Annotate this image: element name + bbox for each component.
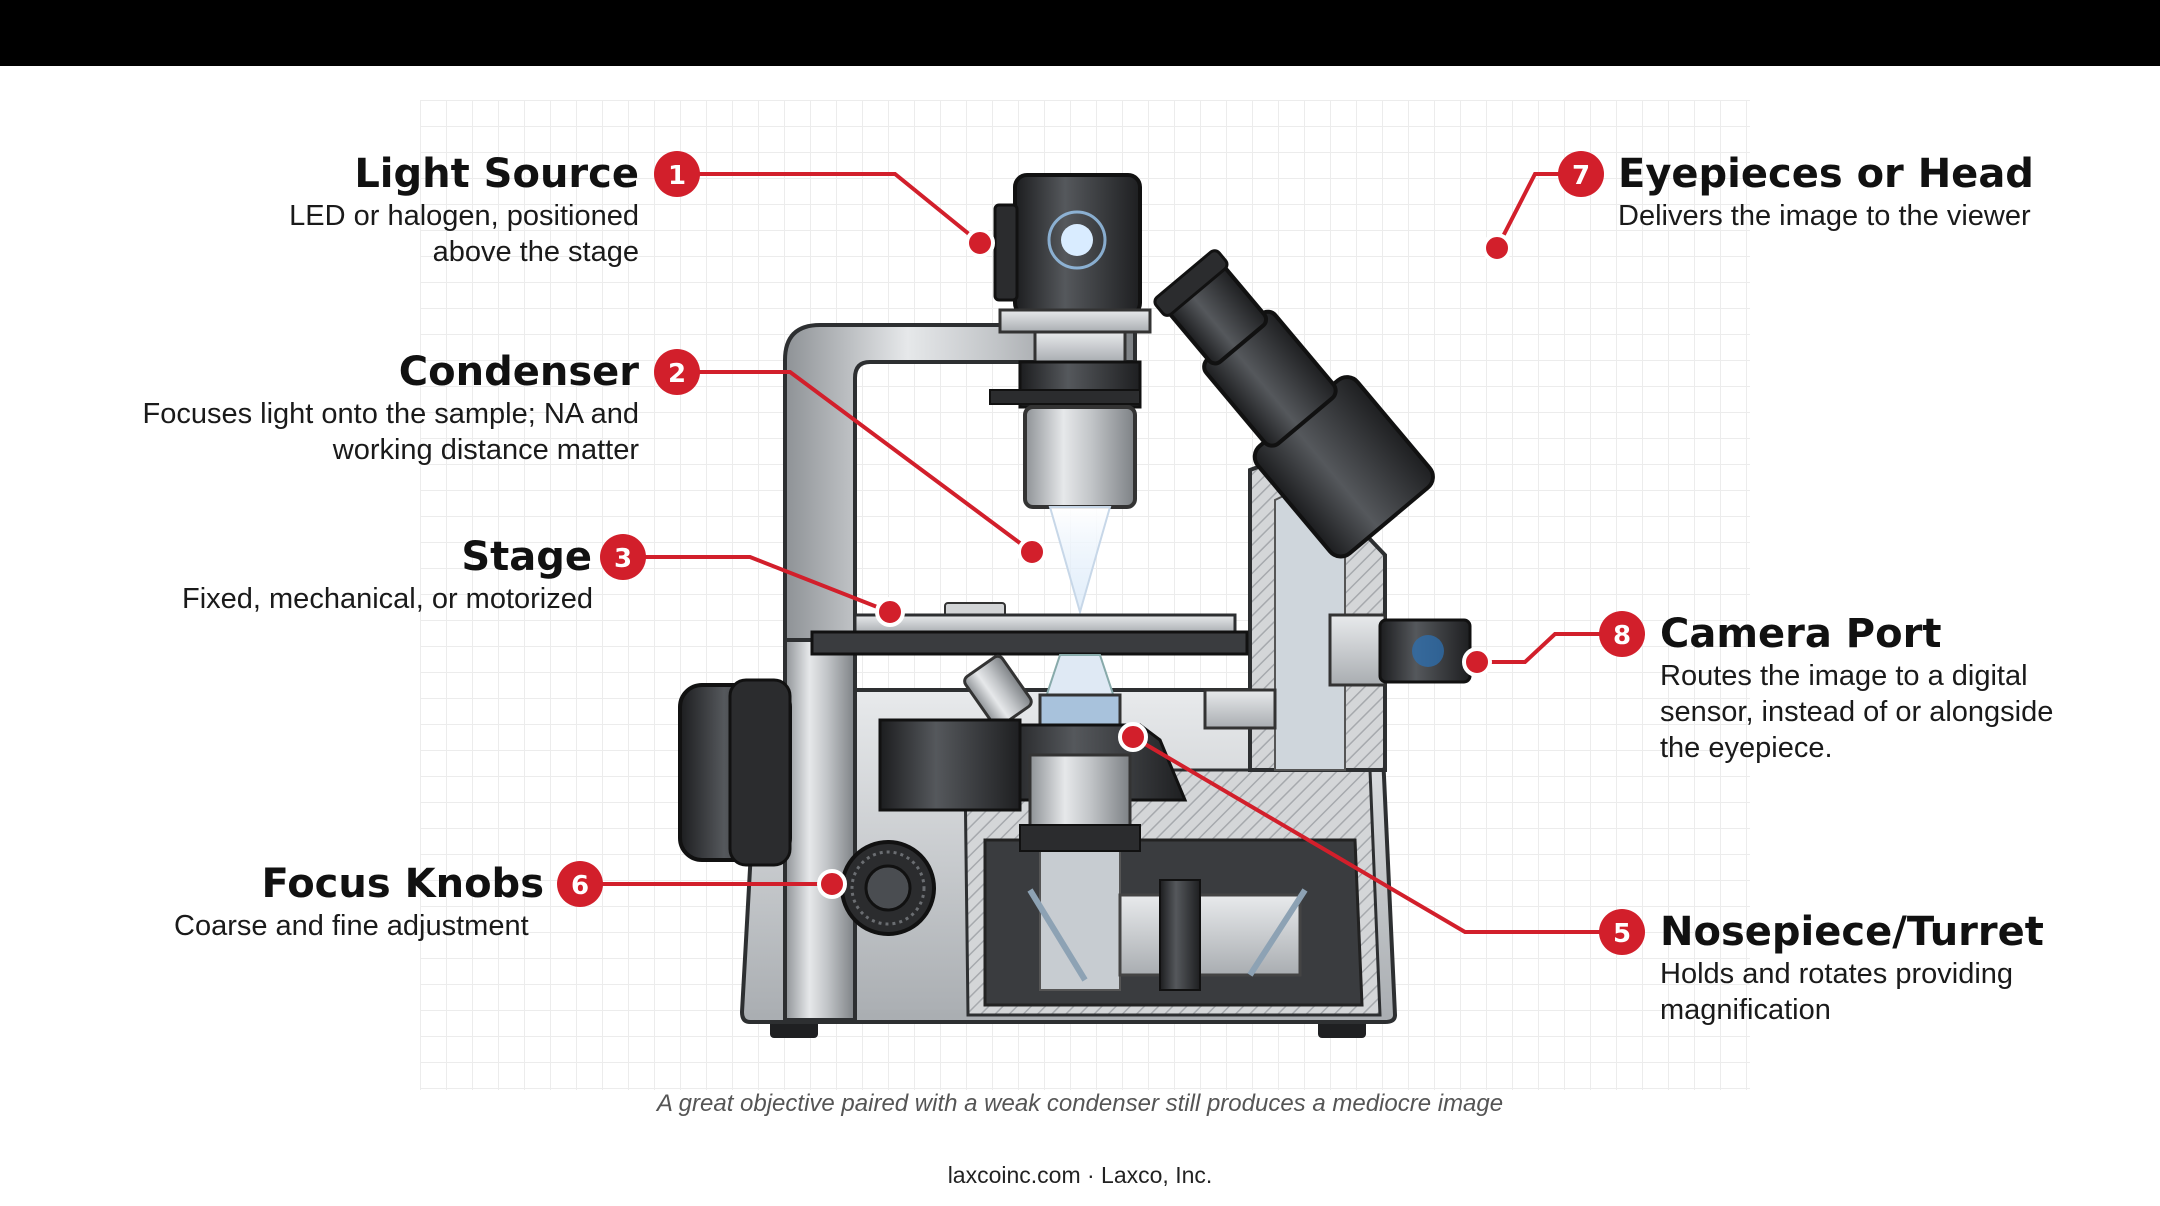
leader-dot-1 xyxy=(965,228,995,258)
label-desc: Holds and rotates providing magnificatio… xyxy=(1660,958,2014,1026)
leader-dot-6 xyxy=(817,869,847,899)
microscope-illustration xyxy=(678,173,1472,1038)
badge-8: 8 xyxy=(1599,611,1645,657)
leader-dot-8 xyxy=(1462,647,1492,677)
badge-1: 1 xyxy=(654,151,700,197)
badge-6: 6 xyxy=(557,861,603,907)
svg-text:3: 3 xyxy=(614,544,632,574)
label-title: Stage xyxy=(461,534,592,580)
label-stage: Stage Fixed, mechanical, or motorized xyxy=(182,533,622,617)
leader-line-3 xyxy=(643,555,891,614)
caption: A great objective paired with a weak con… xyxy=(656,1090,1504,1117)
leader-dot-7 xyxy=(1482,233,1512,263)
label-nosepiece: Nosepiece/Turret Holds and rotates provi… xyxy=(1660,908,2100,1028)
label-eyepieces: Eyepieces or Head Delivers the image to … xyxy=(1618,150,2118,234)
svg-text:6: 6 xyxy=(571,871,589,901)
footer-credit: laxcoinc.com · Laxco, Inc. xyxy=(947,1162,1213,1188)
label-camera-port: Camera Port Routes the image to a digita… xyxy=(1660,610,2100,766)
svg-text:5: 5 xyxy=(1613,919,1631,949)
label-light-source: Light Source LED or halogen, positioned … xyxy=(139,150,639,270)
top-black-bar xyxy=(0,0,2160,66)
label-desc: Delivers the image to the viewer xyxy=(1618,200,2031,232)
svg-text:8: 8 xyxy=(1613,621,1631,651)
leader-dot-3 xyxy=(875,597,905,627)
label-title: Condenser xyxy=(398,349,639,395)
badge-3: 3 xyxy=(600,534,646,580)
svg-text:7: 7 xyxy=(1572,161,1590,191)
leader-line-8 xyxy=(1477,632,1622,664)
leader-line-5 xyxy=(1131,735,1622,934)
label-title: Camera Port xyxy=(1660,611,1942,657)
leader-dot-2 xyxy=(1017,537,1047,567)
leader-line-1 xyxy=(697,172,982,245)
badge-2: 2 xyxy=(654,349,700,395)
badge-7: 7 xyxy=(1558,151,1604,197)
label-title: Nosepiece/Turret xyxy=(1660,909,2044,955)
label-title: Light Source xyxy=(354,151,639,197)
label-title: Focus Knobs xyxy=(261,861,545,907)
leader-dots xyxy=(817,228,1512,899)
svg-text:1: 1 xyxy=(668,161,686,191)
label-desc: Routes the image to a digital sensor, in… xyxy=(1660,660,2054,764)
badge-5: 5 xyxy=(1599,909,1645,955)
label-desc: Fixed, mechanical, or motorized xyxy=(182,583,593,615)
label-condenser: Condenser Focuses light onto the sample;… xyxy=(119,348,639,468)
leader-dot-5 xyxy=(1118,722,1148,752)
label-title: Eyepieces or Head xyxy=(1618,151,2034,197)
leader-line-2 xyxy=(697,370,1034,554)
svg-text:2: 2 xyxy=(668,359,686,389)
label-focus-knobs: Focus Knobs Coarse and fine adjustment xyxy=(174,860,574,944)
number-badges: 1 2 3 6 7 8 5 xyxy=(557,151,1645,955)
label-desc: Focuses light onto the sample; NA and wo… xyxy=(142,398,639,466)
label-desc: LED or halogen, positioned above the sta… xyxy=(289,200,639,268)
label-desc: Coarse and fine adjustment xyxy=(174,910,529,942)
